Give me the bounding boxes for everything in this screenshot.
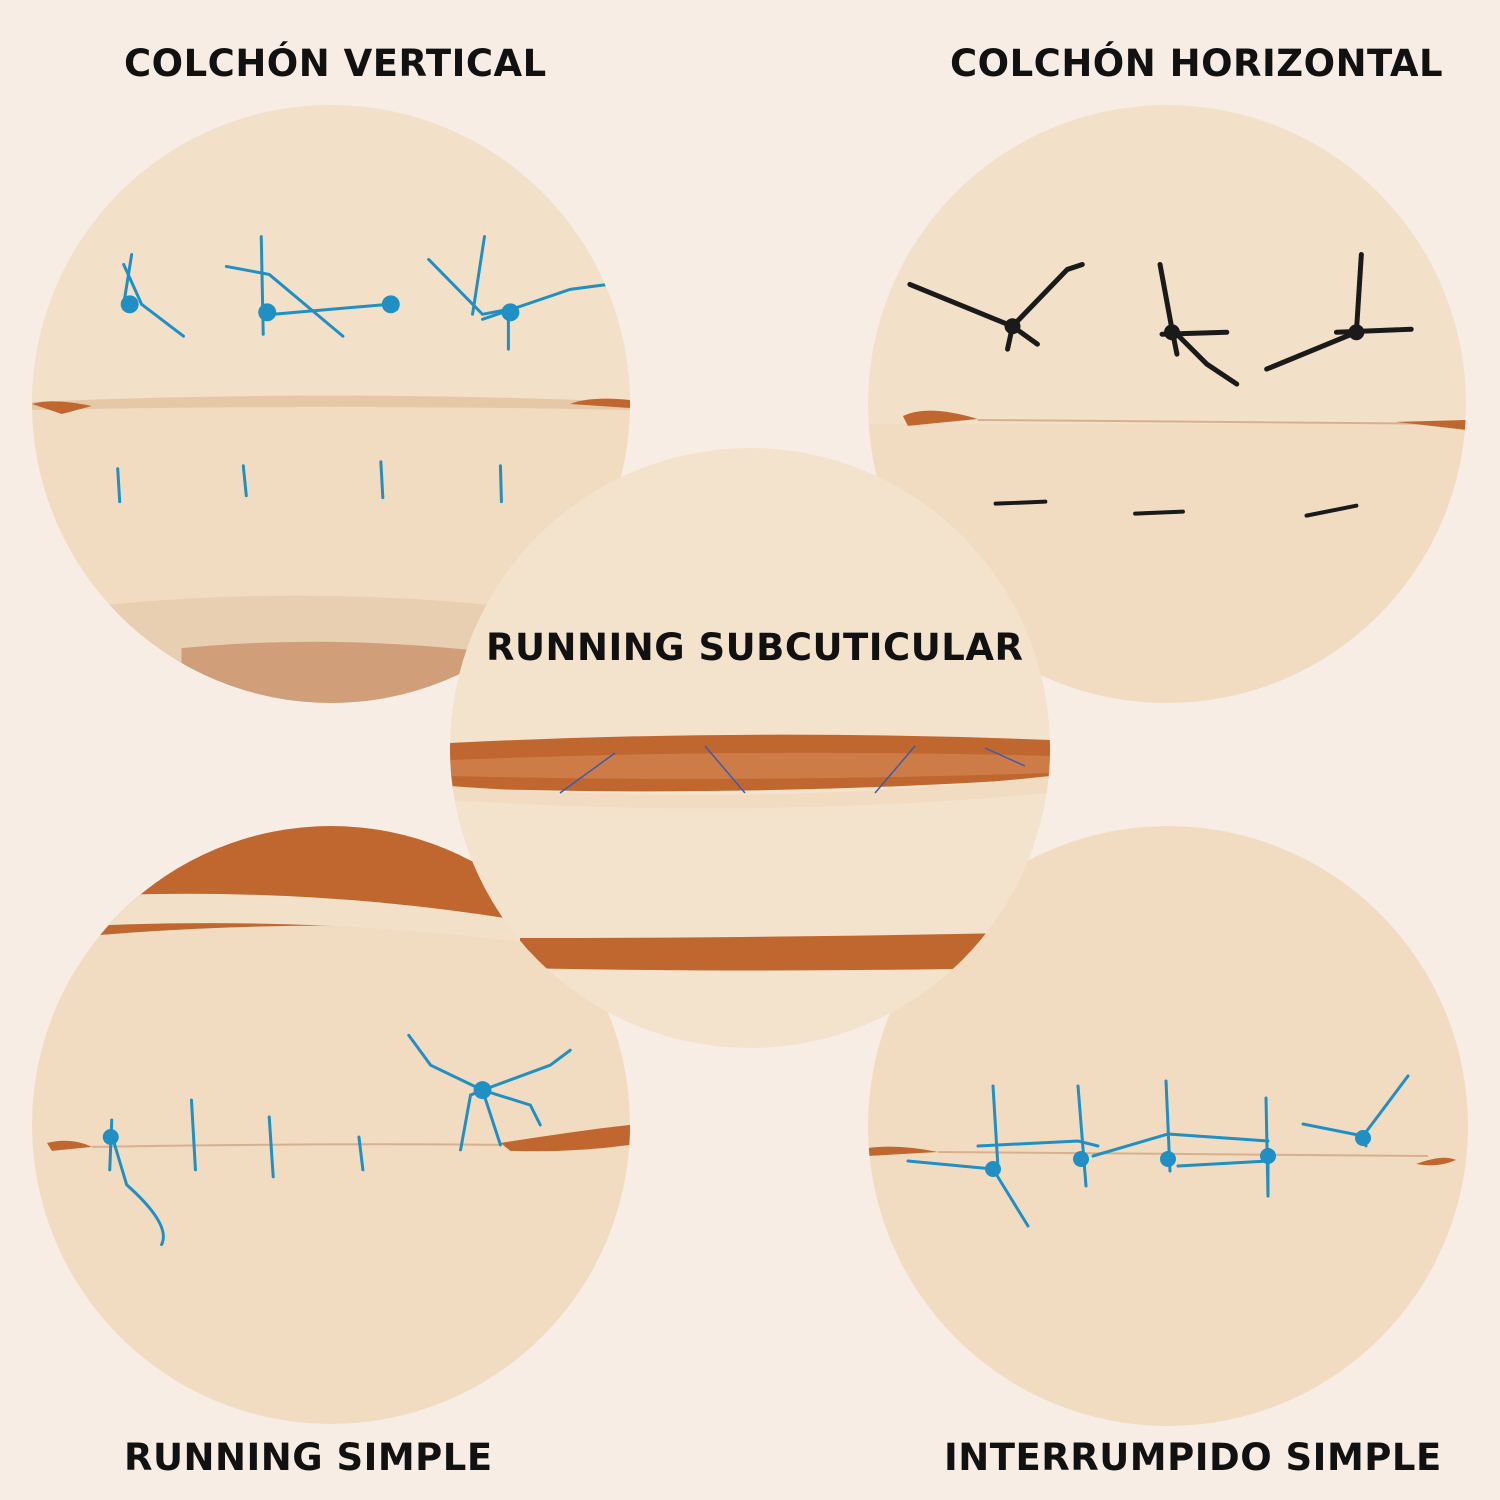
simple-interrupted-label: INTERRUMPIDO SIMPLE (944, 1436, 1442, 1479)
running-subcuticular-photo (450, 448, 1050, 1048)
horizontal-mattress-label: COLCHÓN HORIZONTAL (950, 42, 1444, 85)
running-subcuticular-label: RUNNING SUBCUTICULAR (486, 626, 1024, 669)
running-simple-label: RUNNING SIMPLE (124, 1436, 493, 1479)
vertical-mattress-label: COLCHÓN VERTICAL (124, 42, 547, 85)
